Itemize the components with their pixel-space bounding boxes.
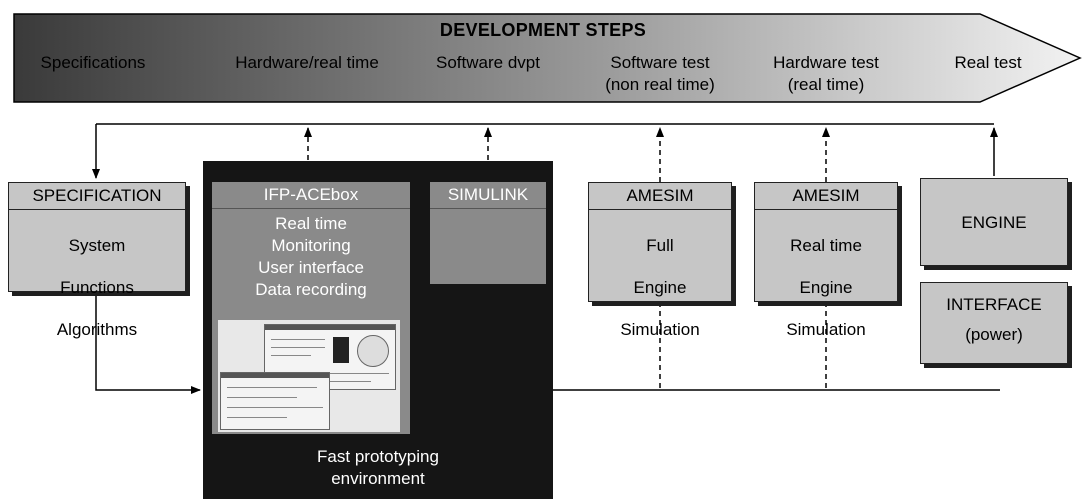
amesim-full-box: AMESIM Full Engine Simulation: [588, 182, 732, 339]
interface-power-label: (power): [965, 325, 1023, 344]
ifp-acebox-header: IFP-ACEbox: [212, 182, 410, 209]
amesim-full-line-2: Engine: [633, 278, 687, 297]
interface-label: INTERFACE: [946, 295, 1042, 314]
amesim-rt-line-3: Simulation: [786, 320, 866, 339]
banner-title: DEVELOPMENT STEPS: [439, 20, 647, 40]
step-software-test: Software test (non real time): [605, 53, 715, 94]
fast-prototyping-label: Fast prototyping environment: [317, 447, 439, 488]
development-steps-arrow: [13, 13, 1082, 103]
step-hardware-real-time: Hardware/real time: [235, 53, 379, 72]
spec-to-env-line: [95, 292, 201, 394]
specification-box: SPECIFICATION System Functions Algorithm…: [8, 182, 186, 339]
ifp-line-data-recording: Data recording: [255, 280, 367, 299]
ifp-line-monitoring: Monitoring: [271, 236, 351, 255]
simulink-box: SIMULINK: [430, 182, 546, 284]
acebox-screenshot-image: [218, 320, 400, 432]
amesim-rt-header: AMESIM: [755, 183, 897, 210]
amesim-full-line-1: Full: [646, 236, 674, 255]
amesim-full-header: AMESIM: [589, 183, 731, 210]
specification-header: SPECIFICATION: [9, 183, 185, 210]
spec-line-functions: Functions: [60, 278, 134, 297]
amesim-full-line-3: Simulation: [620, 320, 700, 339]
step-hardware-test: Hardware test (real time): [773, 53, 879, 94]
amesim-rt-line-2: Engine: [799, 278, 853, 297]
amesim-rt-line-1: Real time: [790, 236, 862, 255]
step-specifications: Specifications: [40, 53, 146, 72]
interface-box: INTERFACE (power): [920, 282, 1068, 364]
spec-line-algorithms: Algorithms: [56, 320, 138, 339]
simulink-header: SIMULINK: [430, 182, 546, 209]
screenshot-window-main: [264, 324, 396, 390]
ifp-line-real-time: Real time: [275, 214, 347, 233]
engine-box: ENGINE: [920, 178, 1068, 266]
engine-label: ENGINE: [961, 213, 1027, 232]
spec-line-system: System: [68, 236, 126, 255]
step-software-dvpt: Software dvpt: [436, 53, 540, 72]
step-real-test: Real test: [954, 53, 1022, 72]
amesim-rt-box: AMESIM Real time Engine Simulation: [754, 182, 898, 339]
screenshot-window-secondary: [220, 372, 330, 430]
ifp-line-user-interface: User interface: [258, 258, 364, 277]
